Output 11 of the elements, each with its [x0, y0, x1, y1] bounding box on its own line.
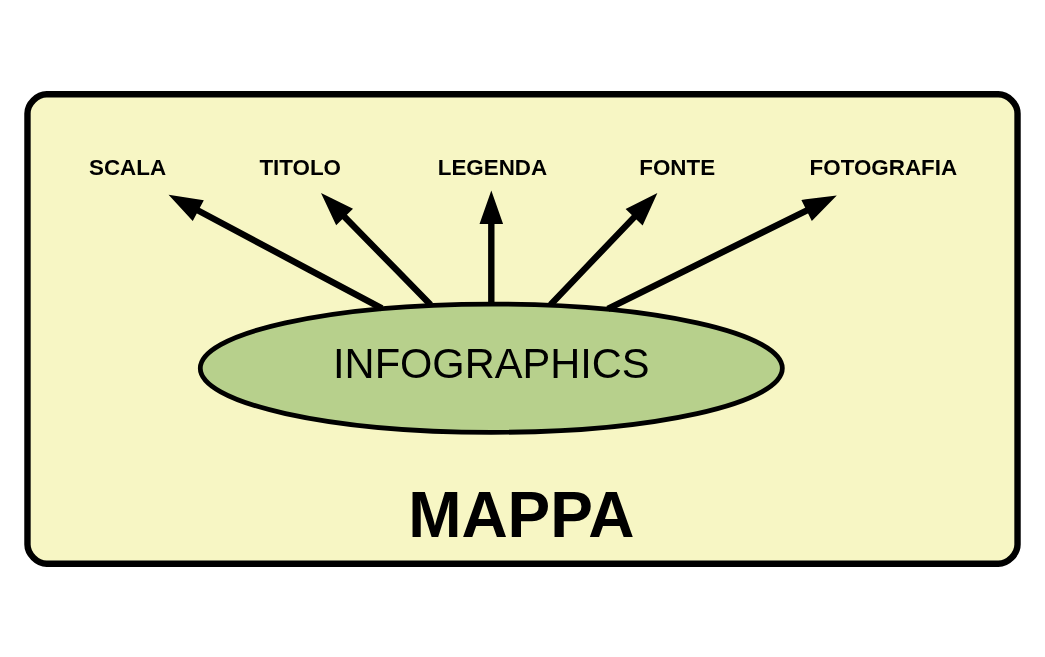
arrow — [548, 192, 658, 307]
arrow — [606, 195, 837, 312]
node-text: LEGENDA — [437, 154, 548, 180]
node-text: FONTE — [639, 154, 716, 180]
arrow — [321, 192, 433, 307]
node-text: FOTOGRAFIA — [809, 154, 958, 180]
arrow — [168, 194, 384, 311]
arrow — [479, 189, 504, 304]
node-text: TITOLO — [259, 154, 342, 180]
node-text: SCALA — [89, 154, 167, 180]
node-ellipse: INFOGRAPHICS — [197, 301, 785, 435]
